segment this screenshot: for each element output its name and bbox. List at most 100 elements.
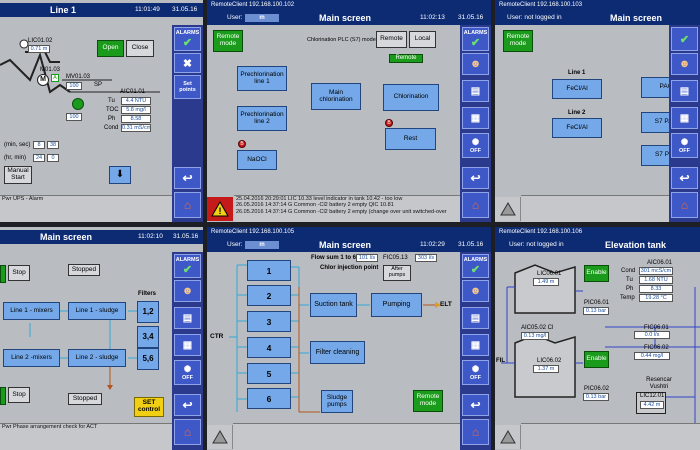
down-arrow-button[interactable]: ⬇ bbox=[109, 166, 131, 184]
prechlorination-line1-button[interactable]: Prechlorination line 1 bbox=[237, 66, 287, 91]
tank-4-button[interactable]: 4 bbox=[247, 337, 291, 358]
manual-start-button[interactable]: Manual Start bbox=[4, 166, 32, 184]
alarms-button[interactable]: ✔ bbox=[671, 27, 698, 51]
filters-56-button[interactable]: 5,6 bbox=[137, 348, 159, 370]
local-button[interactable]: Local bbox=[409, 31, 436, 48]
enable-tank1-button[interactable]: Enable bbox=[584, 265, 609, 282]
stop-button[interactable]: Stop bbox=[8, 387, 30, 403]
side-menu: ALARMS✔ ✖ Set points ↩ ⌂ bbox=[172, 25, 203, 222]
back-button[interactable]: ↩ bbox=[462, 394, 489, 416]
tools-button[interactable]: ✖ bbox=[174, 53, 201, 73]
prechlorination-line2-button[interactable]: Prechlorination line 2 bbox=[237, 106, 287, 131]
line1-sludge-button[interactable]: Line 1 - sludge bbox=[68, 302, 126, 320]
back-button[interactable]: ↩ bbox=[462, 167, 489, 189]
warning-button[interactable] bbox=[495, 197, 521, 221]
rest-button[interactable]: Rest bbox=[385, 128, 436, 150]
pumping-button[interactable]: Pumping bbox=[371, 293, 422, 317]
trend-button[interactable]: ▤ bbox=[671, 80, 698, 102]
report-button[interactable]: ▦ bbox=[671, 107, 698, 129]
home-button[interactable]: ⌂ bbox=[671, 192, 698, 218]
trend-button[interactable]: ▤ bbox=[462, 80, 489, 102]
sec-input[interactable]: 38 bbox=[47, 141, 59, 149]
window-titlebar: RemoteClient 192.168.100.106 bbox=[495, 227, 700, 238]
alarm-row[interactable]: 25.04.2016 20:29:01 LIC 10.33 level indi… bbox=[236, 196, 403, 202]
param-label: Cond bbox=[621, 268, 636, 274]
report-button[interactable]: ▦ bbox=[462, 107, 489, 129]
set-points-button[interactable]: Set points bbox=[174, 75, 201, 99]
remote-mode-button[interactable]: Remote mode bbox=[413, 390, 443, 412]
suction-tank-button[interactable]: Suction tank bbox=[310, 293, 357, 317]
user-label: User: bbox=[227, 241, 243, 248]
light-off-button[interactable]: ✺OFF bbox=[671, 133, 698, 158]
trend-button[interactable]: ▤ bbox=[462, 307, 489, 329]
home-button[interactable]: ⌂ bbox=[462, 419, 489, 445]
clock-time: 11:02:10 bbox=[138, 233, 163, 240]
user-button[interactable]: ☻ bbox=[462, 280, 489, 302]
set-control-button[interactable]: SET control bbox=[134, 397, 164, 417]
report-button[interactable]: ▦ bbox=[462, 334, 489, 356]
main-chlorination-button[interactable]: Main chlorination bbox=[311, 83, 361, 110]
home-button[interactable]: ⌂ bbox=[174, 192, 201, 218]
line2-sludge-button[interactable]: Line 2 - sludge bbox=[68, 349, 126, 367]
check-icon: ✔ bbox=[470, 36, 481, 49]
light-off-button[interactable]: ✺OFF bbox=[462, 360, 489, 385]
close-button[interactable]: Close bbox=[126, 40, 154, 57]
user-button[interactable]: ☻ bbox=[671, 53, 698, 75]
open-button[interactable]: Open bbox=[97, 40, 124, 57]
sludge-pumps-button[interactable]: Sludge pumps bbox=[321, 390, 353, 413]
stop-button[interactable]: Stop bbox=[8, 265, 30, 281]
back-arrow-icon: ↩ bbox=[470, 171, 481, 185]
user-name[interactable]: m bbox=[245, 14, 279, 22]
fecl-line2-button[interactable]: FeCl/Al bbox=[552, 118, 602, 138]
remote-mode-button[interactable]: Remote mode bbox=[503, 30, 533, 52]
min-input[interactable]: 8 bbox=[33, 141, 45, 149]
filter-cleaning-button[interactable]: Filter cleaning bbox=[310, 341, 365, 364]
valve-icon[interactable] bbox=[72, 98, 84, 110]
motor-icon[interactable]: M bbox=[37, 74, 49, 86]
hr-input[interactable]: 24 bbox=[33, 154, 45, 162]
filters-34-button[interactable]: 3,4 bbox=[137, 326, 159, 348]
tank-2-button[interactable]: 2 bbox=[247, 285, 291, 306]
light-off-button[interactable]: ✺OFF bbox=[462, 133, 489, 158]
alarm-row[interactable]: 26.05.2016 14:37:14 G Common -Cl2 batter… bbox=[236, 208, 447, 215]
warning-button[interactable] bbox=[207, 425, 233, 449]
back-button[interactable]: ↩ bbox=[671, 167, 698, 189]
after-pumps-button[interactable]: After pumps bbox=[383, 265, 411, 281]
naocl-button[interactable]: NaOCl bbox=[237, 150, 277, 170]
aic-tag: AIC06.01 bbox=[647, 260, 673, 266]
report-button[interactable]: ▦ bbox=[174, 334, 201, 356]
pic1-tag: PIC06.01 bbox=[584, 300, 610, 306]
warning-button[interactable] bbox=[495, 425, 521, 449]
tank-1-button[interactable]: 1 bbox=[247, 260, 291, 281]
remote-button[interactable]: Remote bbox=[376, 31, 407, 48]
tank-3-button[interactable]: 3 bbox=[247, 311, 291, 332]
alarms-button[interactable]: ALARMS✔ bbox=[462, 254, 489, 278]
alarm-warning[interactable]: ! bbox=[207, 197, 233, 221]
alarm-row[interactable]: 26.05.2016 14:37:14 G Common -Cl2 batter… bbox=[236, 202, 394, 209]
user-button[interactable]: ☻ bbox=[462, 53, 489, 75]
alarms-button[interactable]: ALARMS✔ bbox=[174, 254, 201, 278]
alarms-button[interactable]: ALARMS✔ bbox=[174, 27, 201, 51]
hr-min-input[interactable]: 0 bbox=[47, 154, 59, 162]
home-button[interactable]: ⌂ bbox=[174, 419, 201, 445]
enable-tank2-button[interactable]: Enable bbox=[584, 351, 609, 368]
line1-mixers-button[interactable]: Line 1 - mixers bbox=[3, 302, 60, 320]
tank-5-button[interactable]: 5 bbox=[247, 363, 291, 384]
home-icon: ⌂ bbox=[471, 425, 480, 439]
line2-mixers-button[interactable]: Line 2 -mixers bbox=[3, 349, 60, 367]
user-name[interactable]: m bbox=[245, 241, 279, 249]
tank-6-button[interactable]: 6 bbox=[247, 388, 291, 409]
remote-mode-button[interactable]: Remote mode bbox=[213, 30, 243, 52]
chlorination-button[interactable]: Chlorination bbox=[383, 84, 439, 111]
back-button[interactable]: ↩ bbox=[174, 167, 201, 189]
back-button[interactable]: ↩ bbox=[174, 394, 201, 416]
trend-button[interactable]: ▤ bbox=[174, 307, 201, 329]
remote-status-indicator: Remote bbox=[389, 54, 423, 63]
light-off-button[interactable]: ✺OFF bbox=[174, 360, 201, 385]
filters-12-button[interactable]: 1,2 bbox=[137, 301, 159, 323]
report-icon: ▦ bbox=[182, 339, 193, 351]
home-button[interactable]: ⌂ bbox=[462, 192, 489, 218]
fecl-line1-button[interactable]: FeCl/Al bbox=[552, 79, 602, 99]
alarms-button[interactable]: ALARMS✔ bbox=[462, 27, 489, 51]
user-button[interactable]: ☻ bbox=[174, 280, 201, 302]
